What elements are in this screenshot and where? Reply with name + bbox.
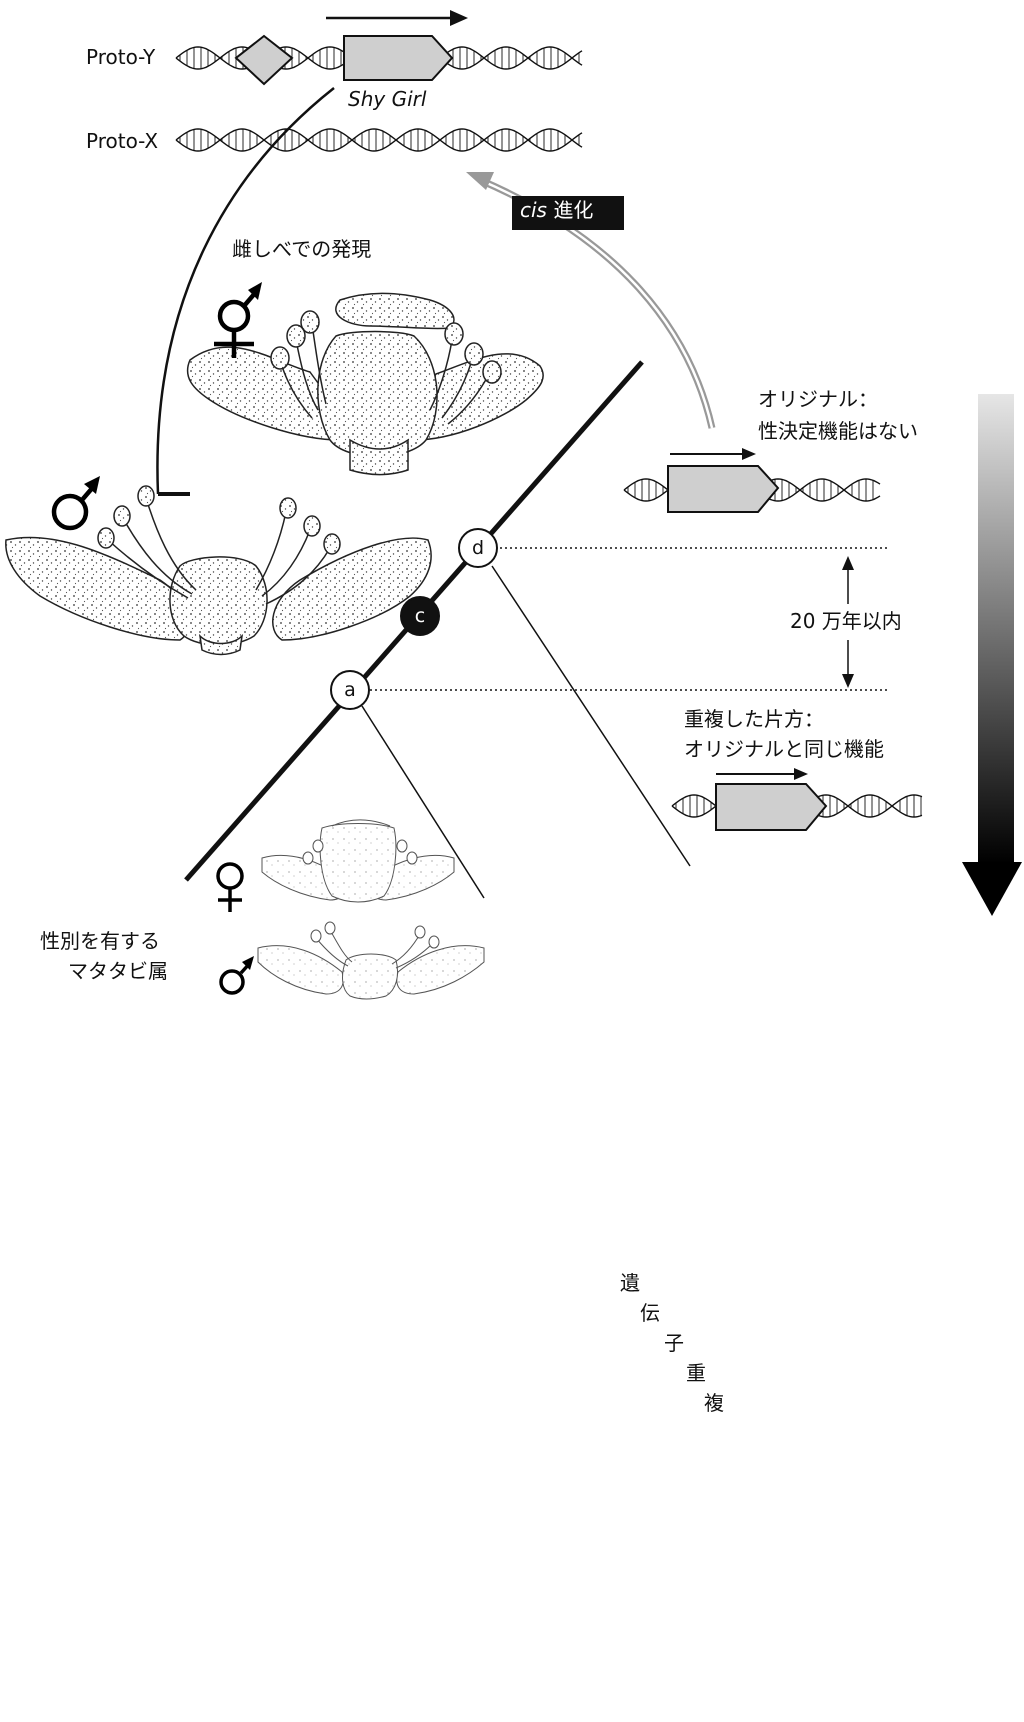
small-male-flower [257,921,485,1000]
original-label-line1: オリジナル： [758,387,878,411]
original-gene-box [667,465,780,513]
cis-evolution-box [512,196,624,230]
duplication-char-2: 伝 [640,1301,660,1325]
time-arrowhead [962,862,1022,916]
time-char-1: 時 [984,1639,1007,1664]
pistil-expression-label: 雌しべでの発現 [232,237,372,261]
male-flower [5,485,432,656]
original-arrowhead [742,448,756,460]
genus-line2: マタタビ属 [68,959,168,983]
genus-line1: 性別を有する [40,929,160,953]
node-a: a [330,670,370,710]
duplication-char-1: 遺 [620,1271,640,1295]
duplication-char-4: 重 [686,1361,706,1385]
node-d: d [458,528,498,568]
cis-rest: 進化 [546,198,594,222]
dup-copy-line1: 重複した片方： [684,707,824,731]
diagram-canvas [5,10,1022,1000]
proto-y-label: Proto-Y [86,45,156,69]
diagram: Proto-Y Proto-X Shy Girl 雌しべでの発現 cis 進化 … [5,10,1022,1413]
node-c: c [400,596,440,636]
duplicated-arrowhead [794,768,808,780]
interval-arrow-down [842,674,854,688]
interval-arrow-up [842,556,854,570]
branch-d [491,565,691,867]
cis-italic: cis [520,198,547,222]
promoter-diamond [234,34,294,86]
proto-x-dna [175,128,583,152]
transcription-arrowhead-top [450,10,468,26]
cis-evolution-label: cis 進化 [520,197,593,224]
shy-girl-label: Shy Girl [348,87,427,111]
branch-a [361,705,485,899]
duplication-char-5: 複 [704,1391,724,1415]
time-gradient-bar [978,394,1014,864]
duplication-char-3: 子 [664,1331,684,1355]
interval-label: 20 万年以内 [790,609,902,633]
proto-x-label: Proto-X [86,129,159,153]
time-char-2: 間 [984,1697,1007,1722]
hermaphrodite-flower [186,292,544,476]
dup-copy-line2: オリジナルと同じ機能 [684,737,884,761]
male-symbol-small [219,956,254,995]
hermaphrodite-symbol [214,282,262,358]
duplicated-gene-box [715,783,828,831]
duplication-arrowhead [466,172,494,190]
female-symbol [216,862,244,912]
original-label-line2: 性決定機能はない [758,419,918,443]
repression-line [156,87,335,495]
shy-girl-gene-box [343,35,454,81]
small-female-flower [261,819,455,903]
male-symbol [51,476,100,531]
